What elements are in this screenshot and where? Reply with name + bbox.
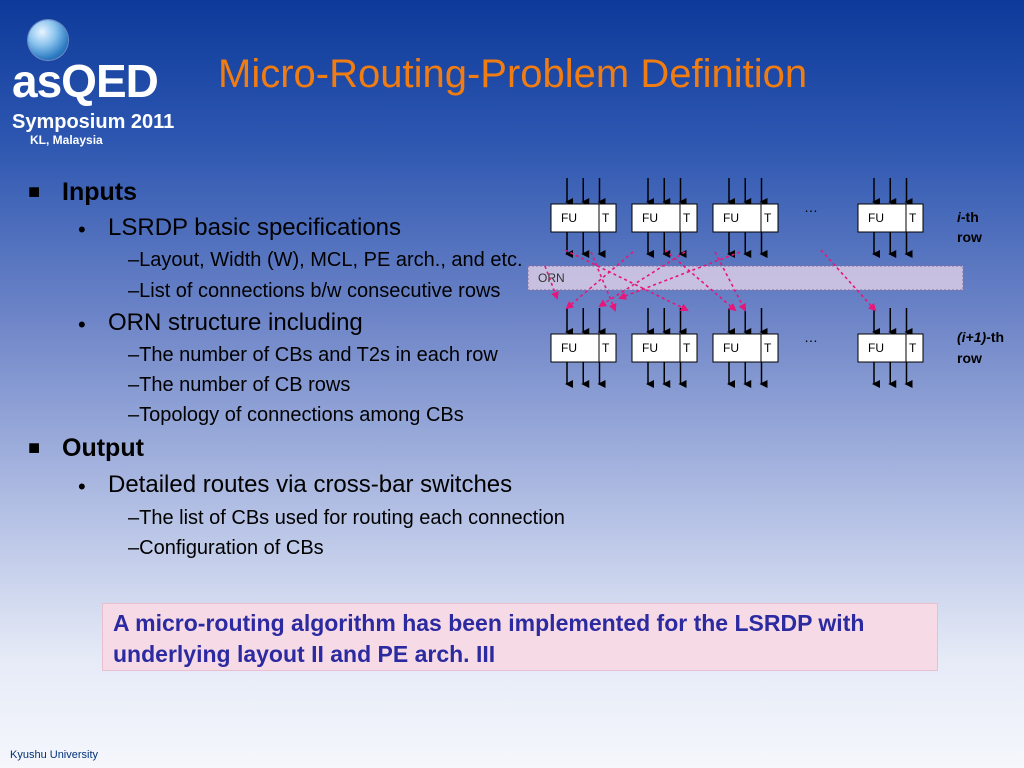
- dot-bullet-icon: •: [78, 474, 86, 499]
- fu-cell: [631, 203, 698, 233]
- fu-label: FU: [868, 211, 884, 225]
- orn-band: [527, 265, 964, 291]
- dot-bullet-icon: •: [78, 217, 86, 242]
- row-i1-label: (i+1)-th: [957, 329, 1004, 345]
- bullet-lsrdp: LSRDP basic specifications: [108, 214, 402, 241]
- fu-label: FU: [642, 341, 658, 355]
- globe-icon: [28, 20, 68, 60]
- orn-diagram: ORN FU T FU T FU T FU T FU T FU T FU T FU T … … i-th ro…: [527, 178, 1004, 388]
- footer-affiliation: Kyushu University: [10, 749, 99, 761]
- fu-cell: [631, 333, 698, 363]
- t-label: T: [602, 211, 610, 225]
- bullet-output: Output: [62, 434, 144, 462]
- t-label: T: [602, 341, 610, 355]
- bullet-inputs: Inputs: [62, 178, 137, 206]
- fu-cell: [550, 203, 617, 233]
- bullet-orn: ORN structure including: [108, 309, 363, 336]
- fu-cell: [857, 203, 924, 233]
- square-bullet-icon: ■: [28, 437, 41, 459]
- fu-cell: [857, 333, 924, 363]
- routing-connection: [598, 251, 686, 308]
- t-label: T: [683, 341, 691, 355]
- fu-cells: FU T FU T FU T FU T FU T FU T FU T FU T: [550, 203, 924, 363]
- bullet-orn-sub2: –The number of CB rows: [128, 374, 351, 396]
- signal-arrows: [565, 178, 913, 388]
- slide-title: Micro-Routing-Problem Definition: [218, 52, 808, 96]
- bullet-routes-sub2: –Configuration of CBs: [128, 537, 324, 559]
- routing-connections: [544, 249, 877, 312]
- ellipsis-row-i1: …: [804, 329, 818, 345]
- routing-connection: [565, 251, 634, 310]
- logo-location: KL, Malaysia: [30, 133, 103, 147]
- summary-callout: A micro-routing algorithm has been imple…: [102, 603, 938, 671]
- asqed-logo: asQED Symposium 2011: [10, 14, 200, 154]
- t-label: T: [909, 341, 917, 355]
- routing-connection: [590, 251, 617, 312]
- fu-label: FU: [561, 341, 577, 355]
- fu-label: FU: [868, 341, 884, 355]
- fu-label: FU: [642, 211, 658, 225]
- orn-label: ORN: [538, 271, 565, 285]
- square-bullet-icon: ■: [28, 181, 41, 203]
- routing-connection: [820, 249, 877, 312]
- fu-label: FU: [561, 211, 577, 225]
- fu-label: FU: [723, 341, 739, 355]
- fu-cell: [712, 333, 779, 363]
- bullet-routes-sub1: –The list of CBs used for routing each c…: [128, 507, 565, 529]
- dot-bullet-icon: •: [78, 312, 86, 337]
- routing-connection: [714, 251, 746, 312]
- logo-symposium: Symposium 2011: [12, 111, 175, 133]
- t-label: T: [764, 211, 772, 225]
- bullet-routes: Detailed routes via cross-bar switches: [108, 471, 513, 498]
- routing-connection: [564, 249, 689, 311]
- t-label: T: [683, 211, 691, 225]
- ellipsis-row-i: …: [804, 199, 818, 215]
- t-label: T: [909, 211, 917, 225]
- row-i1-row: row: [957, 350, 982, 366]
- fu-label: FU: [723, 211, 739, 225]
- row-i-label: i-th: [957, 209, 979, 225]
- logo-brand: asQED: [12, 55, 159, 107]
- row-i-row: row: [957, 229, 982, 245]
- fu-cell: [712, 203, 779, 233]
- bullet-orn-sub3: –Topology of connections among CBs: [128, 404, 464, 426]
- fu-cell: [550, 333, 617, 363]
- t-label: T: [764, 341, 772, 355]
- bullet-list: ■ Inputs • LSRDP basic specifications –L…: [0, 0, 600, 600]
- bullet-lsrdp-sub2: –List of connections b/w consecutive row…: [128, 280, 501, 302]
- bullet-orn-sub1: –The number of CBs and T2s in each row: [128, 344, 498, 366]
- bullet-lsrdp-sub1: –Layout, Width (W), MCL, PE arch., and e…: [128, 249, 523, 271]
